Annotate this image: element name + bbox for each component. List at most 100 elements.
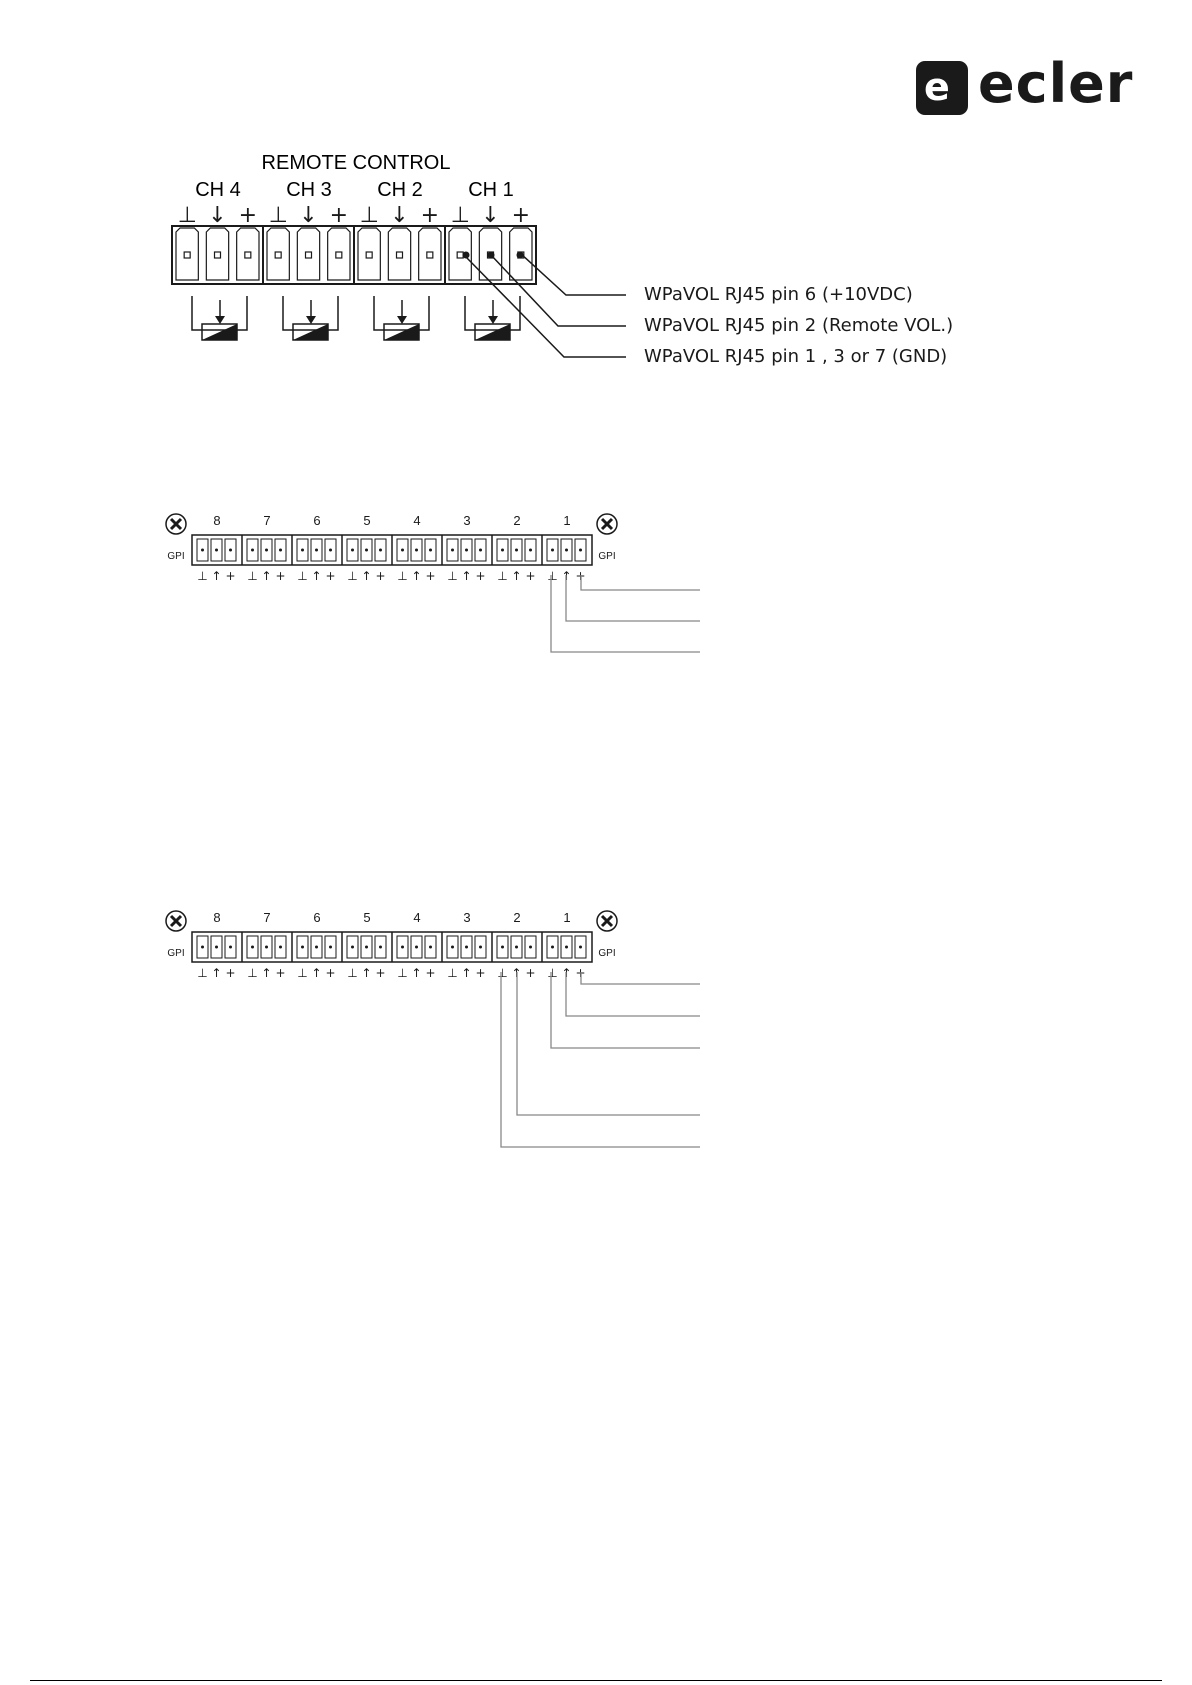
gpi-slot	[560, 935, 573, 959]
gpi-screw	[415, 548, 418, 552]
gpi-screw	[201, 945, 204, 949]
gpi-input-number: 5	[363, 513, 370, 528]
gpi-slot	[524, 538, 537, 562]
gpi-pin-symbol: +	[275, 966, 285, 980]
callout-label-gnd: WPaVOL RJ45 pin 1 , 3 or 7 (GND)	[644, 346, 947, 367]
gpi-pin-symbol: +	[375, 569, 385, 583]
gpi-slot	[510, 935, 523, 959]
gpi-slot	[196, 538, 209, 562]
terminal-screw	[335, 251, 343, 259]
pot-body	[293, 324, 328, 340]
gpi-screw	[465, 548, 468, 552]
gpi-slot	[574, 538, 587, 562]
terminal-screw	[213, 251, 222, 259]
gpi-pin-symbol: ⊥	[347, 966, 357, 980]
gpi-pin-symbol: ↑	[261, 569, 271, 583]
gpi-input-number: 4	[413, 910, 420, 925]
gpi-pin-symbol: ⊥	[197, 966, 207, 980]
pin-symbol: +	[239, 203, 257, 228]
gpi-input-number: 3	[463, 513, 470, 528]
gpi1-wire-plus	[580, 575, 700, 591]
gpi-screw	[479, 945, 482, 949]
gpi-screw	[501, 945, 504, 949]
gpi-screw	[579, 945, 582, 949]
terminal-screw	[456, 251, 464, 259]
gpi-screw	[251, 945, 254, 949]
gpi-side-label: GPI	[167, 551, 184, 562]
terminal-slot	[509, 227, 533, 281]
channel-label: CH 2	[377, 179, 423, 201]
gpi-screw	[201, 548, 204, 552]
gpi-slot	[574, 935, 587, 959]
gpi-screw	[415, 945, 418, 949]
gpi-slot	[460, 935, 473, 959]
gpi-slot	[224, 935, 237, 959]
terminal-screw	[244, 251, 252, 259]
gpi-pin-symbol: ⊥	[297, 569, 307, 583]
gpi-screw	[401, 945, 404, 949]
gpi-input-number: 7	[263, 910, 270, 925]
gpi-pin-symbol: +	[475, 569, 485, 583]
gpi-pin-symbol: ↑	[361, 569, 371, 583]
gpi-pin-symbol: ↑	[511, 569, 521, 583]
terminal-screw	[395, 251, 404, 259]
gpi-pin-symbol: ↑	[211, 966, 221, 980]
screw-cross	[600, 914, 614, 928]
gpi-input-number: 2	[513, 513, 520, 528]
terminal-slot	[327, 227, 351, 281]
terminal-slot	[236, 227, 260, 281]
gpi-screw	[451, 548, 454, 552]
callout-label-remote-vol: WPaVOL RJ45 pin 2 (Remote VOL.)	[644, 315, 953, 336]
pot-frame	[373, 296, 430, 331]
pin-symbol: +	[330, 203, 348, 228]
gpi-slot	[360, 935, 373, 959]
screw-cross	[169, 914, 183, 928]
terminal-screw	[304, 251, 313, 259]
ecler-logo-icon: e	[916, 61, 968, 115]
gpi-pin-symbol: +	[475, 966, 485, 980]
callout-wire-plus	[519, 252, 626, 296]
callout-wire-gnd	[465, 256, 626, 358]
gpi-input-number: 4	[413, 513, 420, 528]
gpi-screw	[329, 548, 332, 552]
terminal-slot	[448, 227, 472, 281]
active-screw	[516, 251, 524, 259]
gpi-slot	[396, 538, 409, 562]
gpi-slot	[374, 538, 387, 562]
pin-symbol: ⊥	[269, 203, 288, 228]
gpi-pin-symbol: ⊥	[447, 569, 457, 583]
gpi-pin-symbol: ↑	[461, 569, 471, 583]
pin-symbol: +	[421, 203, 439, 228]
gpi2-wire-ch1-gnd	[550, 972, 700, 1049]
gpi-screw	[279, 548, 282, 552]
callout-label-10vdc: WPaVOL RJ45 pin 6 (+10VDC)	[644, 284, 913, 305]
pot-outline	[292, 323, 329, 341]
gpi-screw	[301, 548, 304, 552]
footer-rule	[30, 1680, 1162, 1681]
gpi-pin-symbol: ⊥	[197, 569, 207, 583]
pot-frame	[282, 296, 339, 331]
gpi-slot	[246, 538, 259, 562]
gpi-screw	[565, 548, 568, 552]
gpi-pin-symbol: ⊥	[347, 569, 357, 583]
gpi-slot	[210, 538, 223, 562]
gpi-slot	[396, 935, 409, 959]
gpi-pin-symbol: ↑	[361, 966, 371, 980]
gpi-slot	[310, 538, 323, 562]
gpi-pin-symbol: ⊥	[247, 569, 257, 583]
pot-wiper-arrow	[215, 316, 225, 324]
gpi-pin-symbol: ⊥	[397, 569, 407, 583]
gpi-pin-symbol: +	[325, 966, 335, 980]
gpi-screw	[215, 945, 218, 949]
terminal-screw	[274, 251, 282, 259]
gpi-screw	[551, 548, 554, 552]
gpi-slot	[474, 538, 487, 562]
terminal-slot	[357, 227, 381, 281]
callout-wire-remote	[490, 254, 626, 327]
gpi-screw	[365, 945, 368, 949]
gpi-input-number: 7	[263, 513, 270, 528]
gpi-slot	[296, 538, 309, 562]
screw-cross	[600, 517, 614, 531]
